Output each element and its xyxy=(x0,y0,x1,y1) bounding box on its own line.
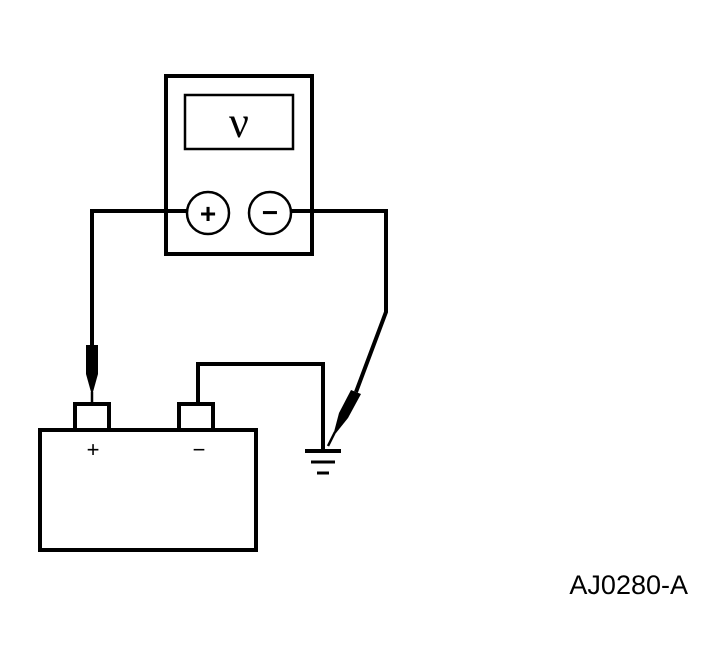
battery-negative-terminal xyxy=(177,402,215,432)
voltmeter-display xyxy=(183,93,295,151)
battery-positive-terminal xyxy=(73,402,111,432)
positive-jack-label: + xyxy=(200,198,216,229)
positive-probe xyxy=(86,345,98,392)
battery-positive-label: + xyxy=(87,437,100,462)
negative-jack-label: − xyxy=(262,197,278,228)
voltmeter: ν + − xyxy=(164,74,314,256)
battery: + − xyxy=(38,402,258,552)
ground-cable xyxy=(196,362,325,450)
figure-id: AJ0280-A xyxy=(569,570,688,600)
battery-body xyxy=(38,428,258,552)
negative-test-lead xyxy=(291,209,388,447)
voltmeter-display-symbol: ν xyxy=(229,98,249,147)
battery-negative-label: − xyxy=(193,437,206,462)
negative-lead-wire xyxy=(291,209,388,393)
negative-probe xyxy=(334,390,361,433)
positive-lead-wire xyxy=(90,209,187,345)
ground-icon xyxy=(305,449,341,475)
